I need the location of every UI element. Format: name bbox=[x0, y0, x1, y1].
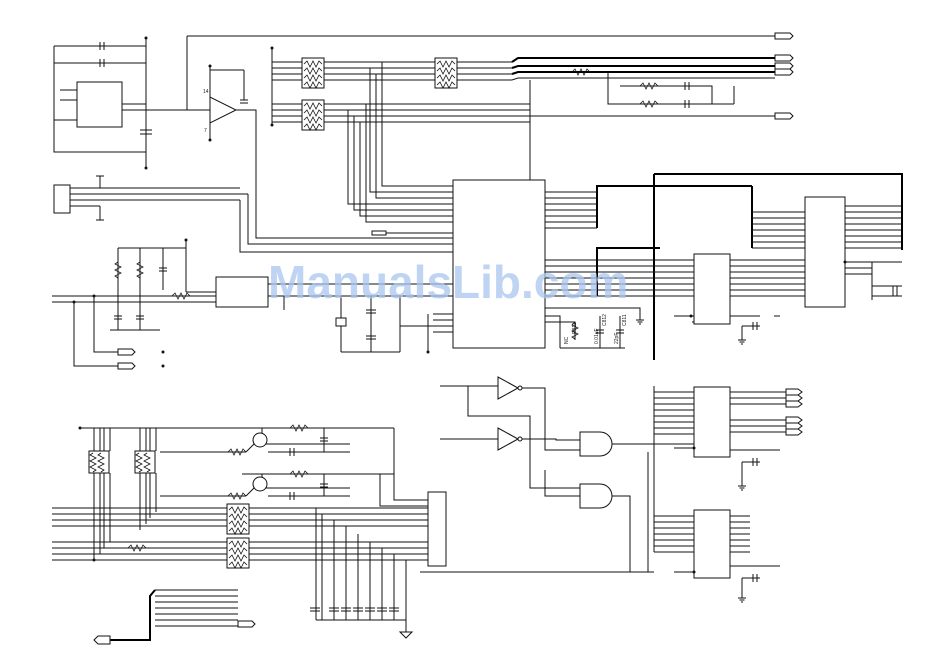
resistor-network-1 bbox=[302, 58, 324, 88]
c812-value-label: 0.01uF bbox=[594, 328, 600, 344]
c811-label: C811 bbox=[622, 314, 628, 326]
top-resistor-networks bbox=[271, 33, 794, 190]
connector-left bbox=[54, 185, 70, 213]
resistor-network-2 bbox=[435, 58, 457, 88]
and-gate-2 bbox=[580, 484, 612, 508]
driver-ic-1 bbox=[694, 254, 730, 324]
right-lower-ics bbox=[654, 386, 802, 602]
bottom-bus bbox=[94, 590, 255, 644]
opamp-pin-14: 14 bbox=[203, 89, 209, 95]
resistor-network-4 bbox=[89, 451, 109, 473]
right-driver-ics bbox=[597, 174, 902, 360]
driver-ic-2 bbox=[805, 197, 845, 307]
opamp-pin-7: 7 bbox=[204, 128, 207, 134]
driver-ic-3 bbox=[694, 387, 730, 457]
resistor-network-3 bbox=[302, 100, 324, 130]
resistor-network-6 bbox=[227, 504, 249, 534]
c811-value-label: 22pF bbox=[614, 333, 620, 344]
inverter-1 bbox=[498, 377, 518, 399]
driver-ic-4 bbox=[694, 510, 730, 578]
regulator-ic bbox=[216, 277, 268, 307]
resistor-network-5 bbox=[135, 451, 155, 473]
transistor-1 bbox=[253, 433, 267, 447]
nc-label: NC bbox=[564, 336, 570, 344]
r811-label: R811 bbox=[572, 322, 578, 334]
transistor-2 bbox=[253, 477, 267, 491]
inverter-2 bbox=[498, 428, 518, 450]
lower-left-section bbox=[52, 425, 446, 638]
connector-right bbox=[428, 492, 446, 566]
c812-label: C812 bbox=[602, 314, 608, 326]
watermark: ManualsLib.com bbox=[268, 256, 628, 308]
main-controller: NC R811 0.01uF C812 22pF C811 bbox=[54, 62, 752, 354]
oscillator-ic bbox=[77, 82, 122, 127]
resistor-network-7 bbox=[227, 538, 249, 568]
and-gate-1 bbox=[580, 432, 612, 456]
logic-gates bbox=[420, 377, 694, 572]
